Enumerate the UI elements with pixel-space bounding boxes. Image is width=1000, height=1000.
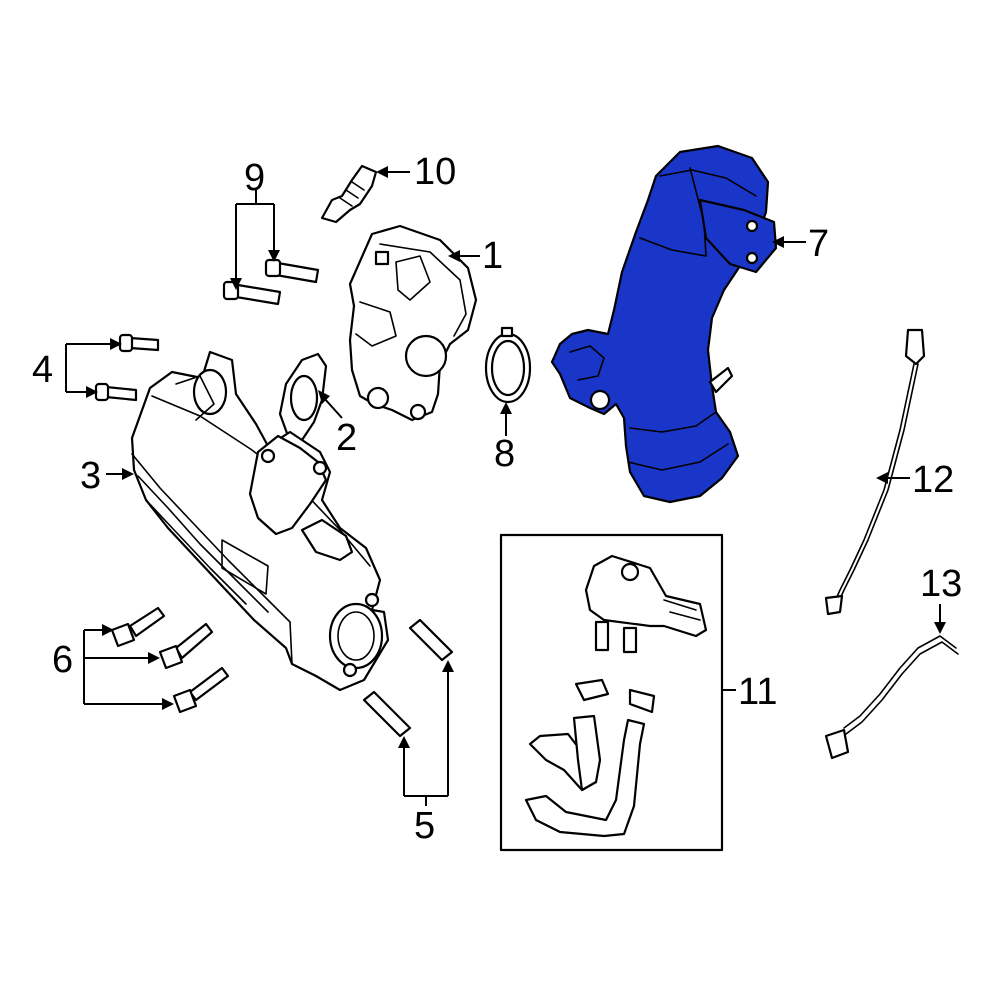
callout-6: 6: [52, 639, 73, 681]
part-13-harness: [824, 635, 959, 760]
leader-lines: [65, 166, 946, 806]
part-11-kit: [499, 533, 724, 852]
part-7-intake-tube: [550, 144, 778, 504]
callout-4: 4: [32, 349, 53, 391]
callout-labels: 10 9 1 2 8 7 4 3 6 5 11 12 13: [32, 151, 962, 847]
part-5-studs: [362, 618, 454, 738]
callout-11: 11: [738, 671, 777, 713]
part-9-bolts: [222, 258, 320, 306]
tube-bracket: [698, 198, 778, 274]
part-8-seal-ring: [484, 326, 532, 404]
part-6-bolts: [110, 606, 230, 714]
callout-13: 13: [920, 563, 962, 605]
callout-3: 3: [80, 455, 101, 497]
callout-9: 9: [244, 157, 265, 199]
callout-2: 2: [336, 417, 357, 459]
callout-8: 8: [494, 433, 515, 475]
part-10-sensor: [320, 164, 378, 224]
callout-12: 12: [912, 459, 954, 501]
callout-7: 7: [808, 223, 829, 265]
callout-1: 1: [482, 235, 503, 277]
part-1-egr-valve: [348, 224, 478, 422]
part-2-gasket: [278, 352, 328, 442]
part-12-sensor-cable: [824, 328, 926, 616]
part-4-bolts: [94, 333, 160, 402]
part-3-egr-cooler: [130, 350, 390, 692]
callout-5: 5: [414, 805, 435, 847]
tube-body: [550, 144, 770, 504]
callout-10: 10: [414, 151, 456, 193]
